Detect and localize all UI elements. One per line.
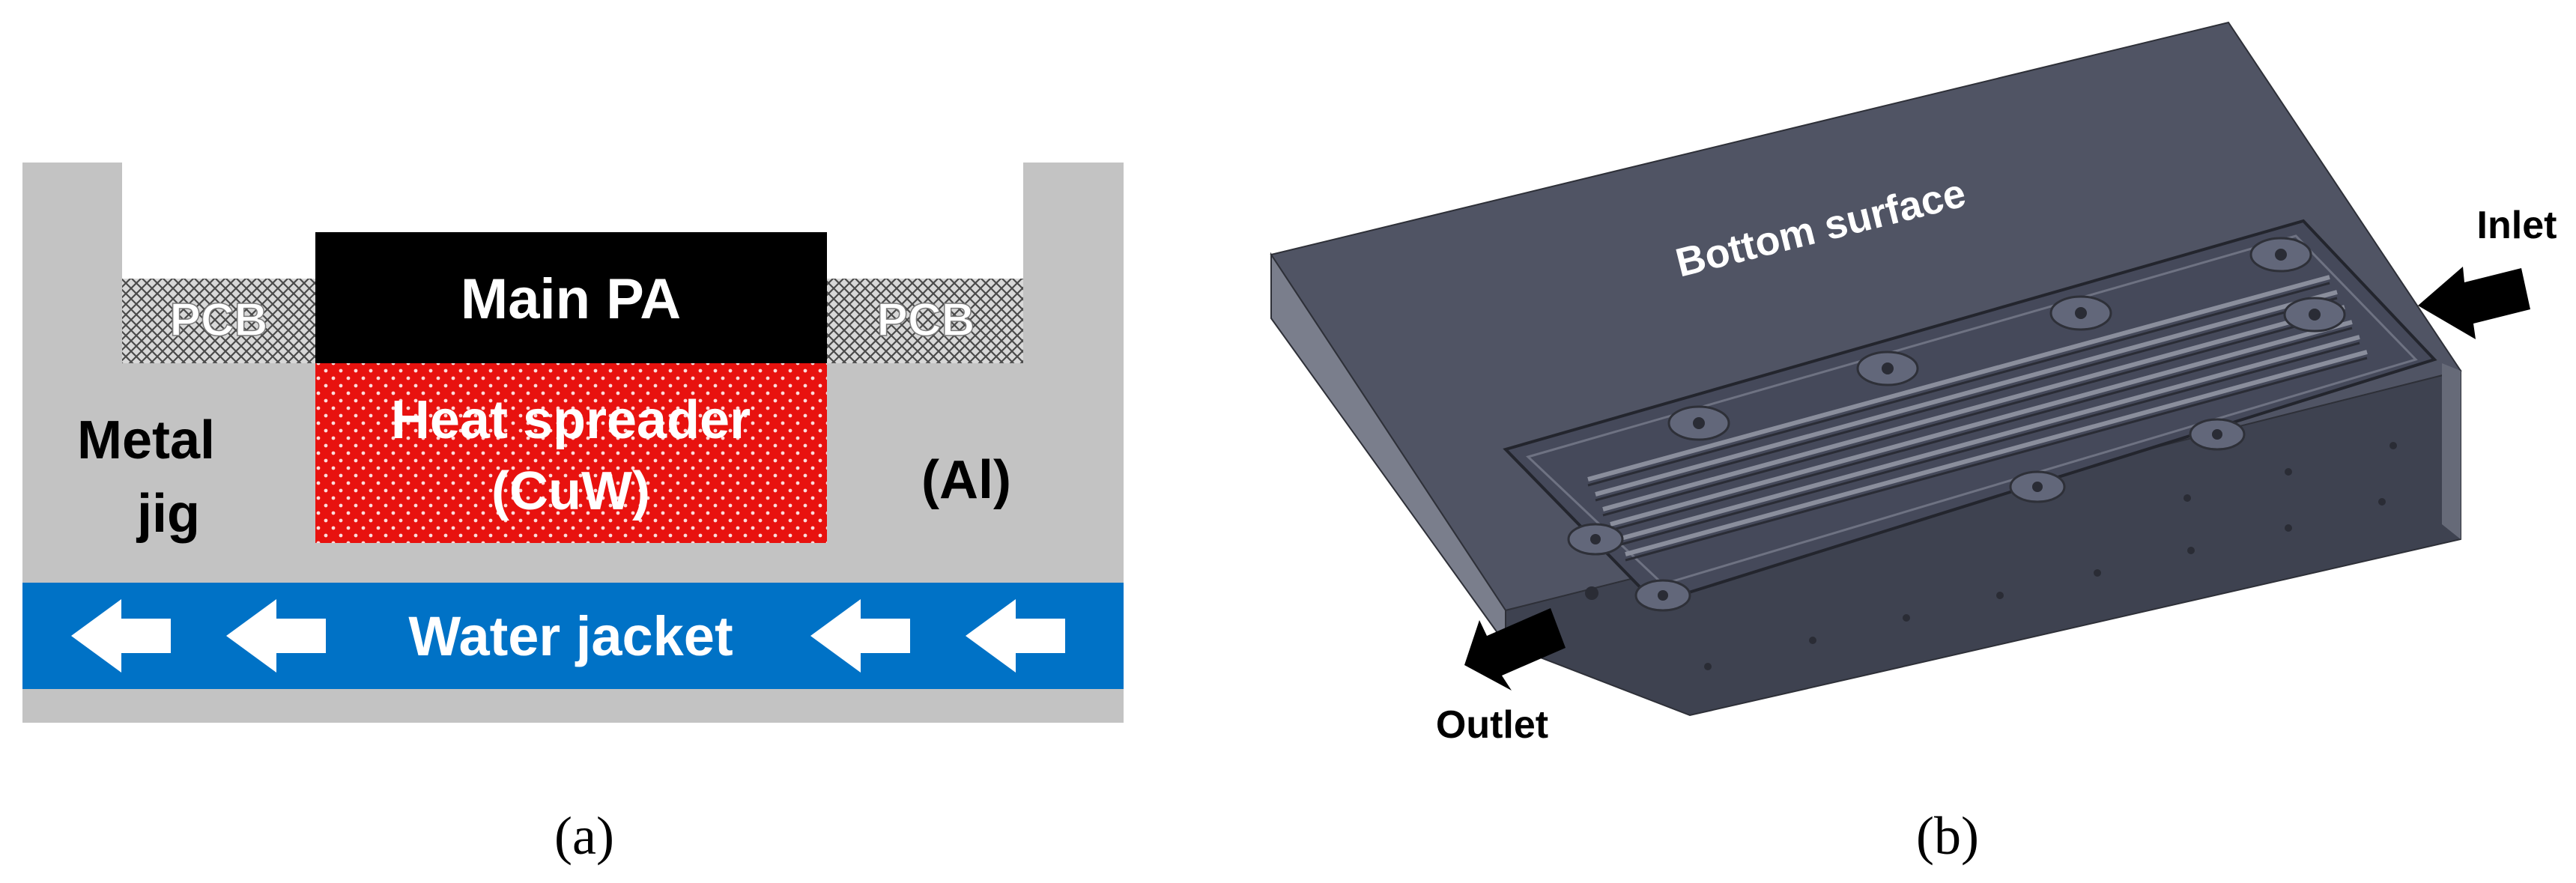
screw-hole bbox=[1704, 663, 1712, 670]
screw-hole bbox=[2285, 468, 2292, 476]
fin-array bbox=[1587, 275, 2368, 556]
water-flow-arrow-1 bbox=[71, 599, 171, 673]
panel-a: PCB PCB Main PA Heat spreader (CuW) Meta… bbox=[22, 163, 1124, 866]
water-jacket bbox=[22, 583, 1124, 689]
water-jacket-label: Water jacket bbox=[408, 605, 733, 667]
inlet-label: Inlet bbox=[2477, 204, 2557, 247]
screw-hole bbox=[2389, 442, 2397, 449]
pcb-left-label: PCB bbox=[170, 294, 268, 346]
caption-b: (b) bbox=[1916, 806, 1979, 866]
pcb-right-label: PCB bbox=[877, 294, 975, 346]
al-label: (Al) bbox=[921, 450, 1011, 510]
panel-b: Bottom surface Inlet Outlet (b) bbox=[1270, 21, 2557, 866]
metal-jig-label-2: jig bbox=[136, 484, 200, 544]
screw-hole bbox=[1996, 592, 2004, 599]
cold-plate-right-face bbox=[2442, 363, 2461, 539]
screw-hole bbox=[2187, 547, 2195, 554]
heat-spreader-label-1: Heat spreader bbox=[391, 390, 751, 450]
screw-hole bbox=[1903, 614, 1910, 622]
heat-spreader-label-2: (CuW) bbox=[491, 461, 650, 521]
water-flow-arrow-4 bbox=[966, 599, 1065, 673]
metal-jig-label-1: Metal bbox=[77, 410, 215, 470]
screw-hole bbox=[2183, 494, 2191, 502]
outlet-arrow bbox=[1464, 608, 1566, 691]
inlet-arrow bbox=[2418, 267, 2530, 339]
screw-hole bbox=[1809, 637, 1816, 644]
screw-hole bbox=[1585, 586, 1598, 600]
heat-spreader bbox=[315, 363, 827, 543]
pcb-right bbox=[827, 279, 1023, 363]
water-flow-arrow-3 bbox=[810, 599, 910, 673]
screw-hole bbox=[2378, 498, 2386, 506]
screw-hole bbox=[2285, 524, 2292, 532]
main-pa bbox=[315, 232, 827, 363]
screw-hole bbox=[2094, 569, 2101, 577]
pcb-left bbox=[122, 279, 315, 363]
main-pa-label: Main PA bbox=[461, 267, 681, 331]
outlet-label: Outlet bbox=[1436, 703, 1548, 747]
water-flow-arrow-2 bbox=[226, 599, 326, 673]
caption-a: (a) bbox=[554, 806, 614, 866]
